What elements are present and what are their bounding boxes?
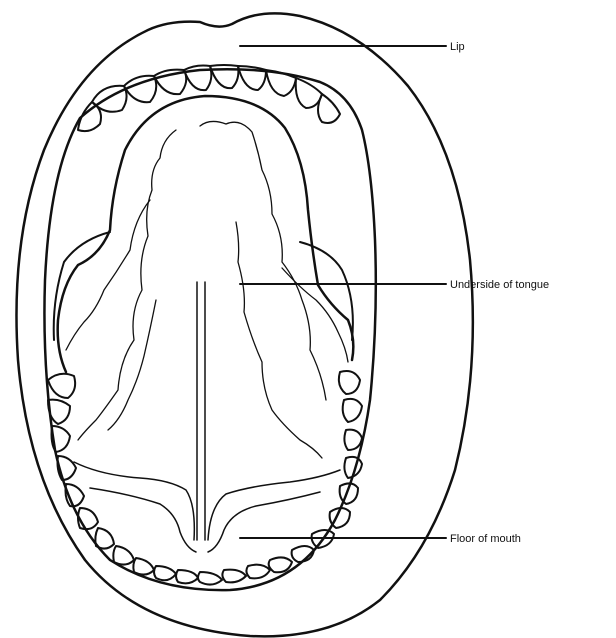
floor-fold-right (208, 492, 320, 552)
outer-lip-outline (16, 13, 472, 636)
floor-fold-left (90, 488, 196, 552)
right-cheek-outline (300, 242, 353, 340)
label-floor-of-mouth: Floor of mouth (450, 533, 521, 545)
mouth-opening-outline (44, 69, 375, 590)
floor-curve-right (208, 470, 340, 540)
label-lip: Lip (450, 41, 465, 53)
tongue-veins (66, 121, 348, 458)
label-underside-of-tongue: Underside of tongue (450, 279, 549, 291)
